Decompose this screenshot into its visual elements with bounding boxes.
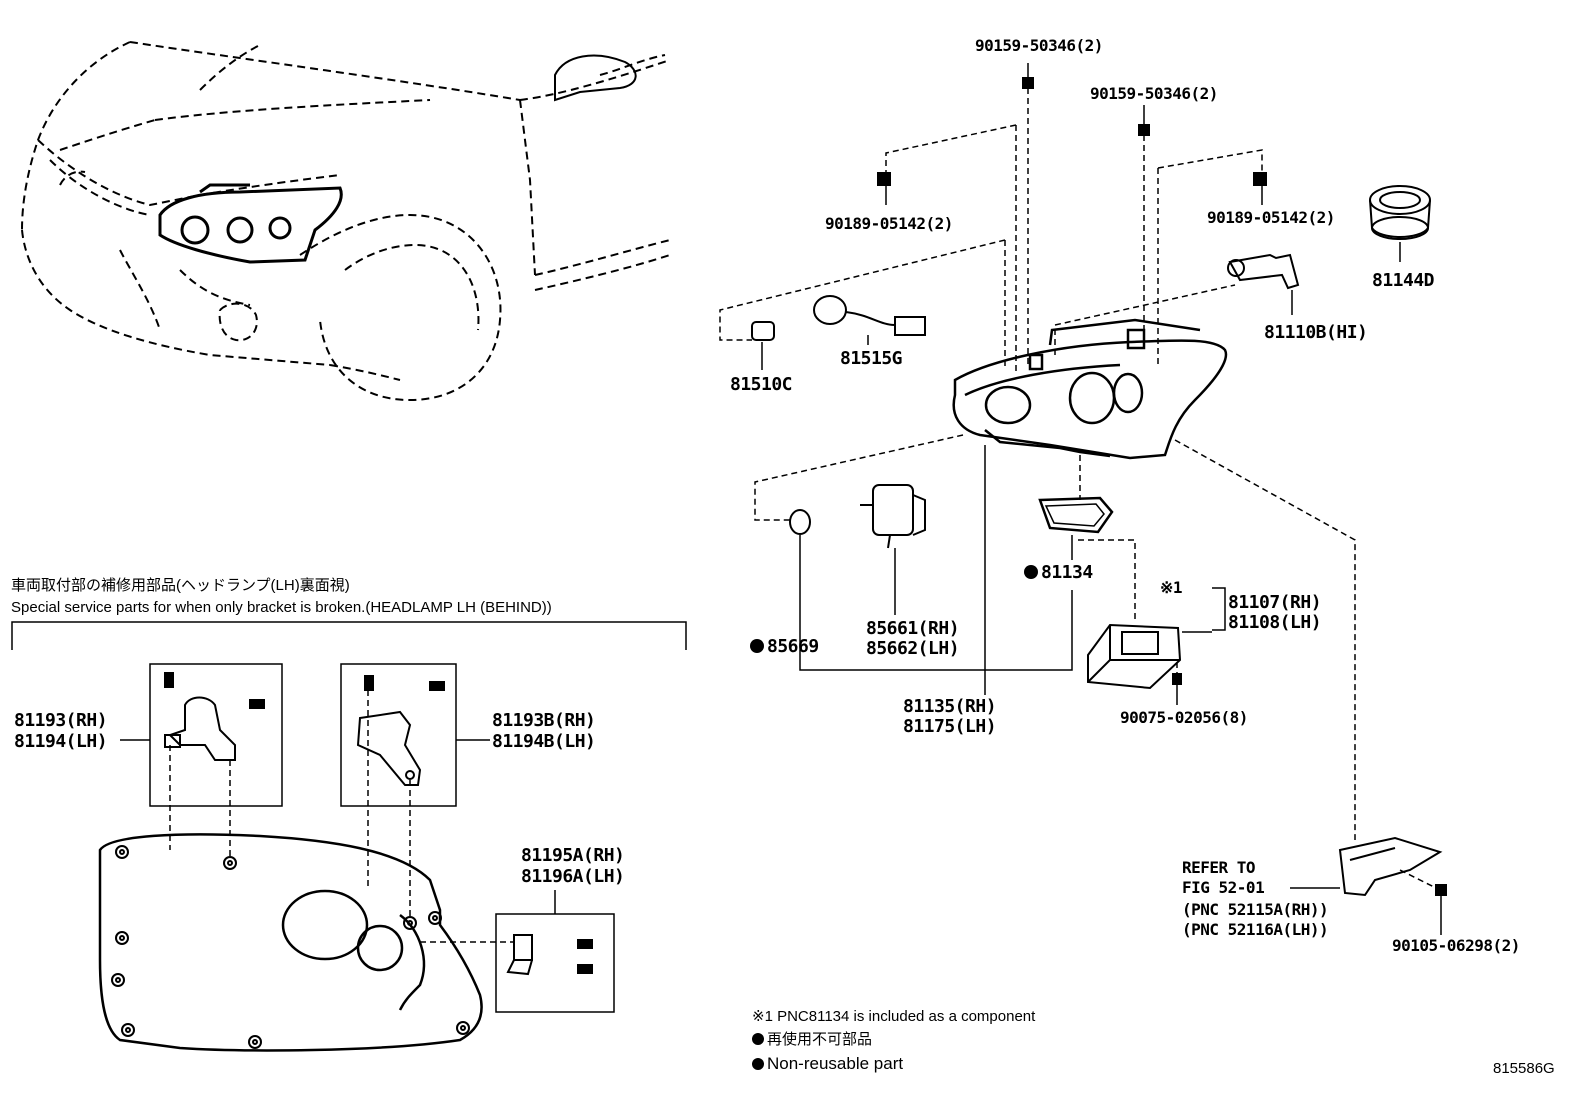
mount-bracket xyxy=(1338,836,1443,897)
label-81110B: 81110B(HI) xyxy=(1264,322,1368,343)
non-reusable-dot xyxy=(1024,565,1038,579)
label-81175: 81175(LH) xyxy=(903,716,997,737)
bolts xyxy=(877,77,1447,896)
service-title-jp: 車両取付部の補修用部品(ヘッドランプ(LH)裏面視) xyxy=(11,577,350,594)
detail-box-3 xyxy=(495,913,615,1013)
bracket-81193B xyxy=(356,675,445,786)
bulb-cover-ring xyxy=(1369,185,1431,240)
label-85669: 85669 xyxy=(750,636,819,657)
figure-id: 815586G xyxy=(1493,1060,1555,1077)
note-non-reusable-jp-text: 再使用不可部品 xyxy=(767,1031,873,1048)
refer-line-3: (PNC 52115A(RH)) xyxy=(1182,900,1329,919)
label-85669-text: 85669 xyxy=(767,636,819,657)
label-81195A: 81195A(RH) xyxy=(521,845,625,866)
gasket xyxy=(1038,496,1114,534)
label-81510C: 81510C xyxy=(730,374,793,395)
bullet-dot xyxy=(752,1033,764,1045)
headlamp-assembly xyxy=(952,318,1228,460)
bracket-81195A xyxy=(506,934,593,976)
note-non-reusable-en-text: Non-reusable part xyxy=(767,1054,904,1073)
socket-harness xyxy=(813,295,926,336)
label-90189-05142-right: 90189-05142(2) xyxy=(1207,208,1335,227)
label-81194B: 81194B(LH) xyxy=(492,731,596,752)
label-90159-50346-right: 90159-50346(2) xyxy=(1090,84,1218,103)
car-illustration xyxy=(21,41,671,402)
leveling-actuator xyxy=(860,484,926,549)
label-81193B: 81193B(RH) xyxy=(492,710,596,731)
note-non-reusable-en: Non-reusable part xyxy=(752,1055,903,1073)
refer-line-2: FIG 52-01 xyxy=(1182,878,1265,897)
car-headlamp-outline xyxy=(158,183,343,264)
label-90159-50346-top: 90159-50346(2) xyxy=(975,36,1103,55)
label-85661: 85661(RH) xyxy=(866,618,960,639)
small-bulb xyxy=(751,321,775,341)
label-81107: 81107(RH) xyxy=(1228,592,1322,613)
label-81515G: 81515G xyxy=(840,348,903,369)
service-leaders xyxy=(120,739,556,914)
section-bracket xyxy=(11,621,687,650)
lamp-back-housing xyxy=(98,833,483,1052)
label-ref-mark: ※1 xyxy=(1160,578,1183,597)
detail-box-2 xyxy=(340,663,457,807)
label-85662: 85662(LH) xyxy=(866,638,960,659)
refer-line-4: (PNC 52116A(LH)) xyxy=(1182,920,1329,939)
o-ring xyxy=(789,509,811,535)
non-reusable-dot xyxy=(750,639,764,653)
label-81134: 81134 xyxy=(1024,562,1093,583)
refer-line-1: REFER TO xyxy=(1182,858,1256,877)
label-81135: 81135(RH) xyxy=(903,696,997,717)
label-90075-02056: 90075-02056(8) xyxy=(1120,708,1248,727)
service-title-en: Special service parts for when only brac… xyxy=(11,599,552,616)
service-dashed xyxy=(169,690,514,943)
label-81194: 81194(LH) xyxy=(14,731,108,752)
housing-screw-holes xyxy=(111,845,470,1049)
label-90105-06298: 90105-06298(2) xyxy=(1392,936,1520,955)
leader-lines xyxy=(719,88,1437,889)
note-non-reusable-jp: 再使用不可部品 xyxy=(752,1031,872,1049)
ballast-computer xyxy=(1087,623,1182,690)
label-90189-05142-left: 90189-05142(2) xyxy=(825,214,953,233)
solid-leaders xyxy=(761,63,1442,935)
note-included-component: ※1 PNC81134 is included as a component xyxy=(752,1008,1036,1025)
label-81144D: 81144D xyxy=(1372,270,1435,291)
label-81108: 81108(LH) xyxy=(1228,612,1322,633)
bulb-hi xyxy=(1227,253,1300,290)
bullet-dot xyxy=(752,1058,764,1070)
label-81196A: 81196A(LH) xyxy=(521,866,625,887)
label-81193: 81193(RH) xyxy=(14,710,108,731)
label-81134-text: 81134 xyxy=(1041,562,1093,583)
detail-box-1 xyxy=(149,663,283,807)
bracket-81193 xyxy=(164,672,265,761)
